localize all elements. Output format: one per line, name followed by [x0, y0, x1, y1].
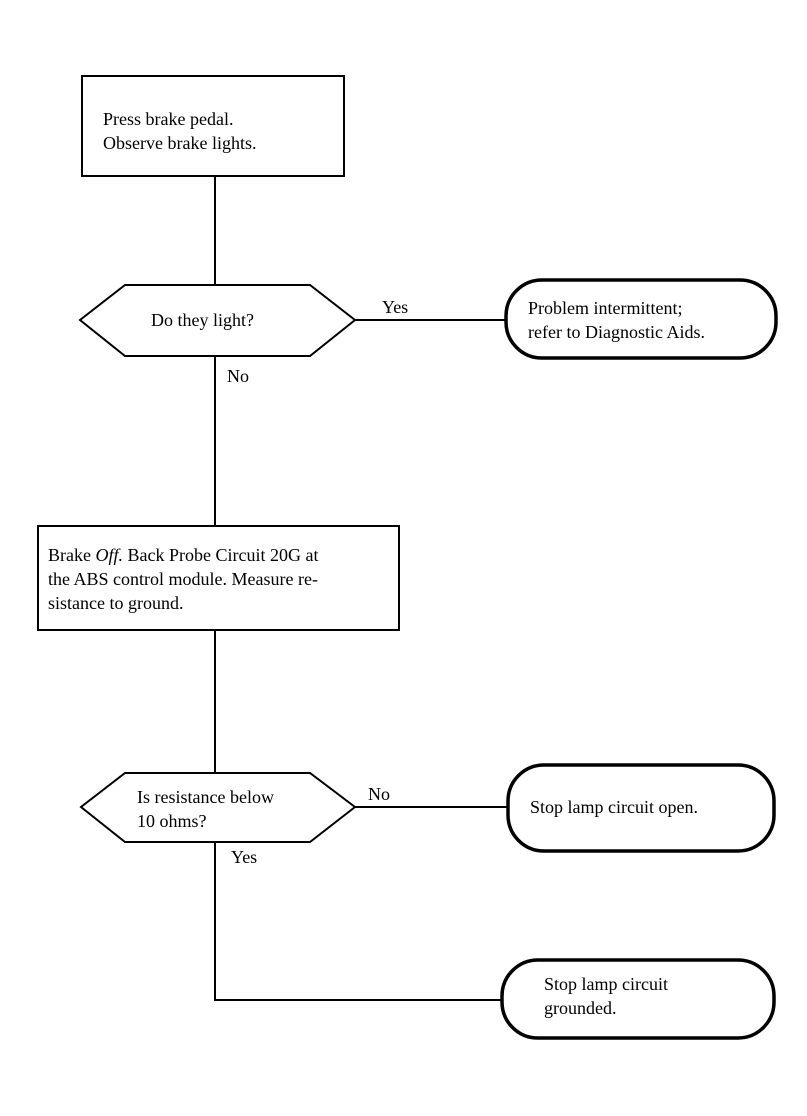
step2-line3: sistance to ground.	[48, 593, 184, 613]
result1-terminal	[504, 278, 778, 360]
step2-line1-b: Back Probe Circuit 20G at	[123, 545, 319, 565]
step2-text: Brake Off. Back Probe Circuit 20G at the…	[48, 543, 318, 615]
step1-box	[81, 75, 345, 177]
decision1-shape	[78, 284, 357, 357]
step2-line1-a: Brake	[48, 545, 96, 565]
result2-text: Stop lamp circuit open.	[530, 797, 698, 817]
decision2-yes-label: Yes	[231, 847, 258, 867]
decision2-line1: Is resistance below	[137, 787, 274, 807]
result2-terminal	[506, 763, 776, 853]
connector-decision2-yes	[214, 842, 502, 1001]
step1-text: Press brake pedal. Observe brake lights.	[103, 107, 256, 155]
result3-line2: grounded.	[544, 998, 617, 1018]
decision1-text: Do they light?	[151, 310, 254, 330]
result1-line1: Problem intermittent;	[528, 298, 683, 318]
decision1-no-label: No	[227, 366, 249, 386]
decision1-yes-label: Yes	[382, 297, 409, 317]
result3-terminal	[500, 958, 776, 1040]
decision2-text: Is resistance below 10 ohms?	[137, 785, 274, 833]
result3-line1: Stop lamp circuit	[544, 974, 668, 994]
decision2-shape	[79, 772, 357, 843]
step2-line2: the ABS control module. Measure re-	[48, 569, 318, 589]
step2-line1: Brake Off. Back Probe Circuit 20G at	[48, 543, 318, 567]
result1-text: Problem intermittent; refer to Diagnosti…	[528, 296, 705, 344]
decision2-line2: 10 ohms?	[137, 811, 207, 831]
step1-line1: Press brake pedal.	[103, 109, 234, 129]
step1-line2: Observe brake lights.	[103, 133, 257, 153]
result3-text: Stop lamp circuit grounded.	[544, 972, 668, 1020]
decision2-no-label: No	[368, 784, 390, 804]
step2-line1-emphasis: Off.	[95, 545, 123, 565]
result1-line2: refer to Diagnostic Aids.	[528, 322, 705, 342]
step2-box	[37, 525, 400, 631]
